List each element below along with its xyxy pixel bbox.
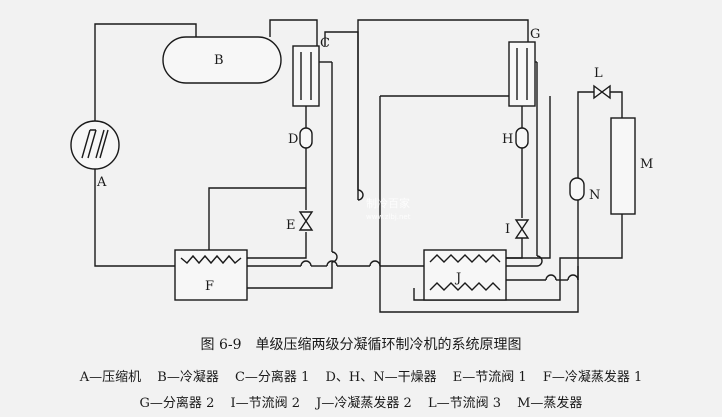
legend-item: M—蒸发器 [517, 396, 583, 411]
dryer-d [299, 127, 313, 149]
legend-item: L—节流阀 3 [427, 396, 501, 411]
watermark: 制冷百家 www.zlbj.net [366, 196, 411, 221]
legend-item: G—分离器 2 [139, 396, 215, 411]
evaporator-m [610, 117, 636, 215]
legend-row-1: A—压缩机 B—冷凝器 C—分离器 1 D、H、N—干燥器 E—节流阀 1 F—… [0, 366, 722, 385]
throttle-valve-i [514, 219, 530, 239]
separator-g [508, 41, 537, 107]
legend-item: F—冷凝蒸发器 1 [542, 370, 643, 385]
condenser-b [162, 36, 282, 84]
label-g: G [530, 27, 540, 42]
legend-item: I—节流阀 2 [230, 396, 301, 411]
label-h: H [502, 132, 513, 147]
watermark-text: 制冷百家 [366, 196, 410, 210]
legend-item: D、H、N—干燥器 [325, 370, 437, 385]
label-j: J [454, 271, 461, 286]
throttle-valve-l [593, 84, 611, 100]
label-n: N [589, 188, 600, 203]
label-f: F [205, 279, 214, 294]
legend-item: C—分离器 1 [234, 370, 310, 385]
throttle-valve-e [298, 211, 314, 231]
label-i: I [505, 222, 510, 237]
figure-caption: 图 6-9 单级压缩两级分凝循环制冷机的系统原理图 [200, 337, 522, 353]
condensing-evaporator-j [423, 249, 507, 301]
legend-item: A—压缩机 [79, 370, 142, 385]
label-c: C [320, 36, 330, 51]
watermark-url: www.zlbj.net [366, 213, 411, 221]
label-d: D [288, 132, 298, 147]
label-a: A [96, 175, 107, 190]
label-l: L [594, 66, 603, 81]
pipe-network [94, 19, 623, 313]
dryer-n [569, 177, 585, 201]
refrigeration-system-diagram: A B C D E F G H I J L M N 制冷百家 www.zlbj.… [70, 19, 653, 313]
label-m: M [640, 157, 653, 172]
separator-c [292, 45, 332, 107]
legend-row-2: G—分离器 2 I—节流阀 2 J—冷凝蒸发器 2 L—节流阀 3 M—蒸发器 [0, 392, 722, 411]
legend-item: E—节流阀 1 [452, 370, 527, 385]
compressor-a [70, 120, 120, 170]
label-b: B [214, 53, 224, 68]
legend-item: B—冷凝器 [157, 370, 219, 385]
label-e: E [286, 218, 296, 233]
dryer-h [515, 127, 529, 149]
legend-item: J—冷凝蒸发器 2 [316, 396, 412, 411]
condensing-evaporator-f [174, 249, 248, 301]
